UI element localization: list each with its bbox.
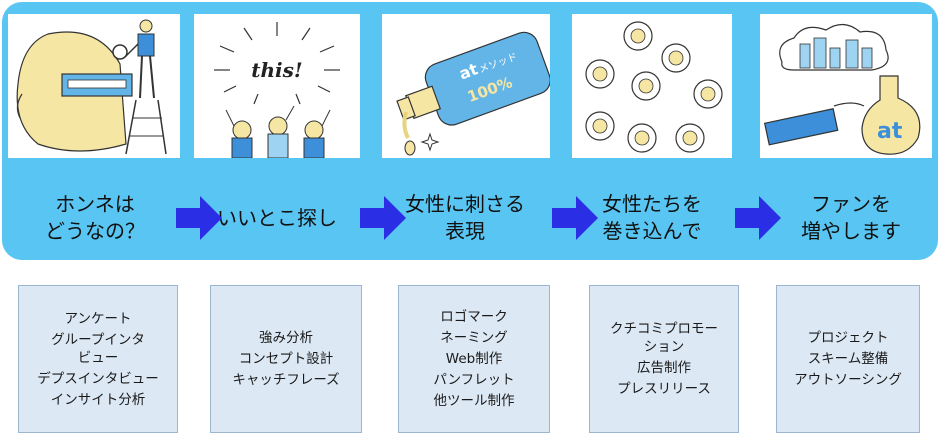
detail-item: アウトソーシング [794,372,902,388]
detail-item: 他ツール制作 [433,393,515,409]
detail-item: Web制作 [445,351,503,367]
detail-item: キャッチフレーズ [232,372,340,388]
flask-city-illustration: at [760,14,932,158]
detail-item: インサイト分析 [50,391,146,408]
detail-item: デプスインタビュー [37,370,159,387]
step-label-expression: 女性に刺さる 表現 [405,192,525,243]
detail-box-fans: プロジェクトスキーム整備アウトソーシング [776,285,920,433]
detail-item: プロジェクト [807,330,889,346]
detail-box-honne: アンケートグループインタ ビューデプスインタビューインサイト分析 [18,285,178,433]
flow-arrow-icon [552,196,598,240]
step-label-fans: ファンを 増やします [801,192,901,243]
detail-item: グループインタ ビュー [51,331,145,366]
flow-arrow-icon [735,196,781,240]
detail-item: スキーム整備 [807,351,889,367]
this-discovery-illustration: this! [194,14,360,158]
detail-item: アンケート [64,310,132,327]
detail-item: プレスリリース [617,381,711,397]
flow-arrow-icon [176,196,222,240]
drawer-search-illustration [8,14,180,158]
detail-box-expression: ロゴマークネーミング Web制作パンフレット他ツール制作 [398,285,550,433]
flow-arrow-icon [360,196,406,240]
flask-logo-text: at [877,119,903,144]
detail-item: ネーミング [440,330,508,346]
detail-item: ロゴマーク [440,309,508,325]
this-text: this! [251,58,302,82]
detail-item: コンセプト設計 [238,351,334,367]
detail-item: 広告制作 [637,360,691,376]
detail-box-involve: クチコミプロモー ション広告制作プレスリリース [589,285,739,433]
detail-box-search: 強み分析コンセプト設計キャッチフレーズ [210,285,362,433]
detail-item: クチコミプロモー ション [610,321,718,355]
step-label-honne: ホンネは どうなの？ [45,192,145,243]
women-faces-illustration [572,14,732,158]
step-label-involve: 女性たちを 巻き込んで [602,192,702,243]
bottle-pour-illustration: at メソッド 100% [382,14,550,158]
step-label-search: いいとこ探し [217,205,337,230]
detail-item: パンフレット [433,372,515,388]
detail-item: 強み分析 [258,330,313,346]
